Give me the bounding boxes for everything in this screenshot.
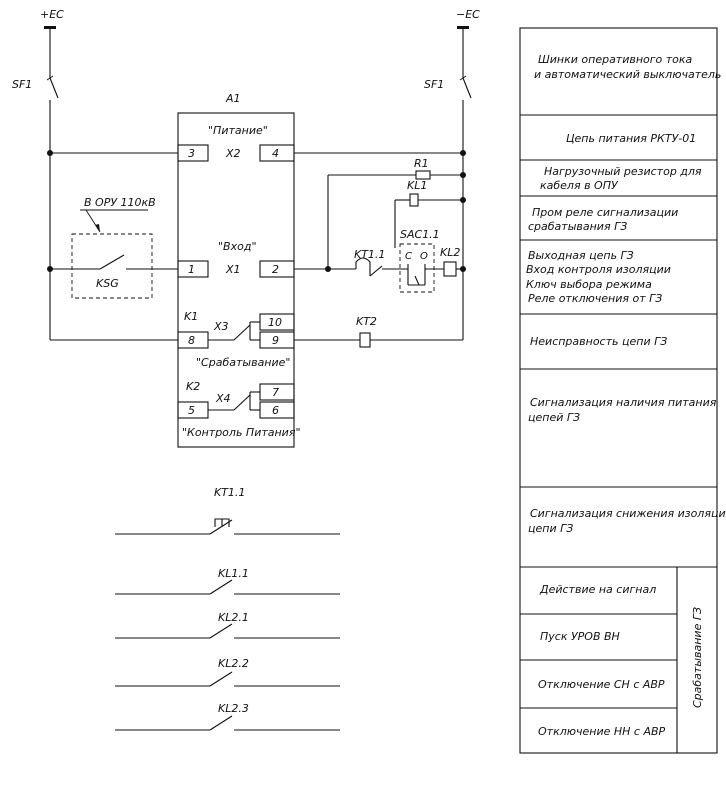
kl22-contact [115, 671, 340, 687]
table-subrow-label: Действие на сигнал [539, 583, 656, 596]
table-cell-line: Пром реле сигнализации [532, 206, 678, 219]
kl1-coil [409, 193, 419, 207]
sac-label: SAC1.1 [400, 228, 440, 241]
junction-dot [47, 266, 53, 272]
k1-contact [208, 321, 260, 341]
description-table: Шинки оперативного тока и автоматический… [519, 27, 726, 754]
table-cell-line: Нагрузочный резистор для [544, 165, 702, 178]
terminal-2-label: 2 [272, 263, 279, 276]
k1-label: K1 [184, 310, 198, 323]
x2-label: X2 [225, 147, 241, 160]
terminal-9-label: 9 [272, 334, 279, 347]
kt11-timed-contact [115, 518, 340, 535]
terminal-5-label: 5 [188, 404, 195, 417]
breaker-left-symbol [46, 75, 59, 99]
kl2-coil [443, 261, 457, 277]
sac-o-label: O [420, 251, 428, 262]
table-subrow-label: Отключение СН с АВР [538, 678, 665, 691]
table-subrow-label: Пуск УРОВ ВН [540, 630, 620, 643]
contact-label: KT1.1 [214, 486, 245, 499]
terminal-4-label: 4 [272, 147, 279, 160]
terminal-7-label: 7 [272, 386, 279, 399]
x3-label: X3 [213, 320, 229, 333]
device-trip-label: "Срабатывание" [196, 356, 290, 369]
k2-contact [208, 391, 260, 411]
table-cell-line: цепей ГЗ [528, 411, 580, 424]
sac-box [399, 243, 435, 293]
terminal-6-label: 6 [272, 404, 279, 417]
table-cell-line: Ключ выбора режима [526, 278, 652, 291]
x1-label: X1 [225, 263, 241, 276]
terminal-1-label: 1 [188, 263, 195, 276]
ksg-contact [99, 254, 125, 270]
device-name: A1 [225, 92, 241, 105]
terminal-10-label: 10 [268, 316, 282, 329]
device-monitor-label: "Контроль Питания" [182, 426, 301, 439]
device-box [177, 112, 295, 448]
table-group-label: Срабатывание ГЗ [691, 607, 704, 708]
table-frame [519, 27, 718, 754]
kt2-label: KT2 [356, 315, 377, 328]
table-cell-line: срабатывания ГЗ [528, 220, 627, 233]
terminal-8-label: 8 [188, 334, 195, 347]
kl11-contact [115, 579, 340, 595]
breaker-right-symbol [459, 75, 472, 99]
junction-dot [460, 172, 466, 178]
table-subrow-label: Отключение НН с АВР [538, 725, 666, 738]
junction-dot [325, 266, 331, 272]
junction-dot [47, 150, 53, 156]
table-cell-line: и автоматический выключатель [534, 68, 721, 81]
ksg-zone-box [71, 233, 153, 299]
k2-label: K2 [186, 380, 200, 393]
kt11-contact [355, 257, 383, 277]
breaker-right-label: SF1 [424, 78, 444, 91]
r1-label: R1 [414, 157, 429, 170]
breaker-left-label: SF1 [12, 78, 32, 91]
device-power-label: "Питание" [208, 124, 268, 137]
contact-label: KL1.1 [218, 567, 249, 580]
bus-minus-label: −EC [456, 8, 480, 21]
bus-plus-terminal [44, 26, 56, 29]
table-cell-line: Цепь питания РКТУ-01 [566, 132, 696, 145]
device-input-label: "Вход" [218, 240, 257, 253]
x4-label: X4 [215, 392, 231, 405]
ksg-zone-arrow [95, 224, 100, 232]
kt11-label: KT1.1 [354, 248, 385, 261]
sac-c-label: C [405, 251, 412, 262]
bus-plus-label: +EC [40, 8, 64, 21]
junction-dot [460, 150, 466, 156]
contact-label: KL2.1 [218, 611, 249, 624]
ksg-zone-label: В ОРУ 110кВ [84, 196, 156, 209]
junction-dot [460, 266, 466, 272]
contact-label: KL2.2 [218, 657, 249, 670]
kl23-contact [115, 715, 340, 731]
table-cell-line: Реле отключения от ГЗ [528, 292, 662, 305]
table-cell-line: Выходная цепь ГЗ [528, 249, 634, 262]
table-cell-line: цепи ГЗ [528, 522, 573, 535]
kl21-contact [115, 623, 340, 639]
table-cell-line: Шинки оперативного тока [538, 53, 693, 66]
bus-minus-terminal [457, 26, 469, 29]
sac-handle [414, 275, 420, 286]
terminal-3-label: 3 [188, 147, 195, 160]
junction-dot [460, 197, 466, 203]
kt2-coil [359, 332, 371, 348]
contact-label: KL2.3 [218, 702, 249, 715]
kl1-label: KL1 [407, 179, 427, 192]
table-cell-line: Сигнализация наличия питания [530, 396, 717, 409]
kl2-label: KL2 [440, 246, 460, 259]
ksg-label: KSG [96, 277, 119, 290]
table-cell-line: Неисправность цепи ГЗ [530, 335, 667, 348]
table-cell-line: Вход контроля изоляции [526, 263, 671, 276]
r1-resistor [415, 170, 431, 180]
table-cell-line: кабеля в ОПУ [540, 179, 619, 192]
table-cell-line: Сигнализация снижения изоляции [530, 507, 726, 520]
